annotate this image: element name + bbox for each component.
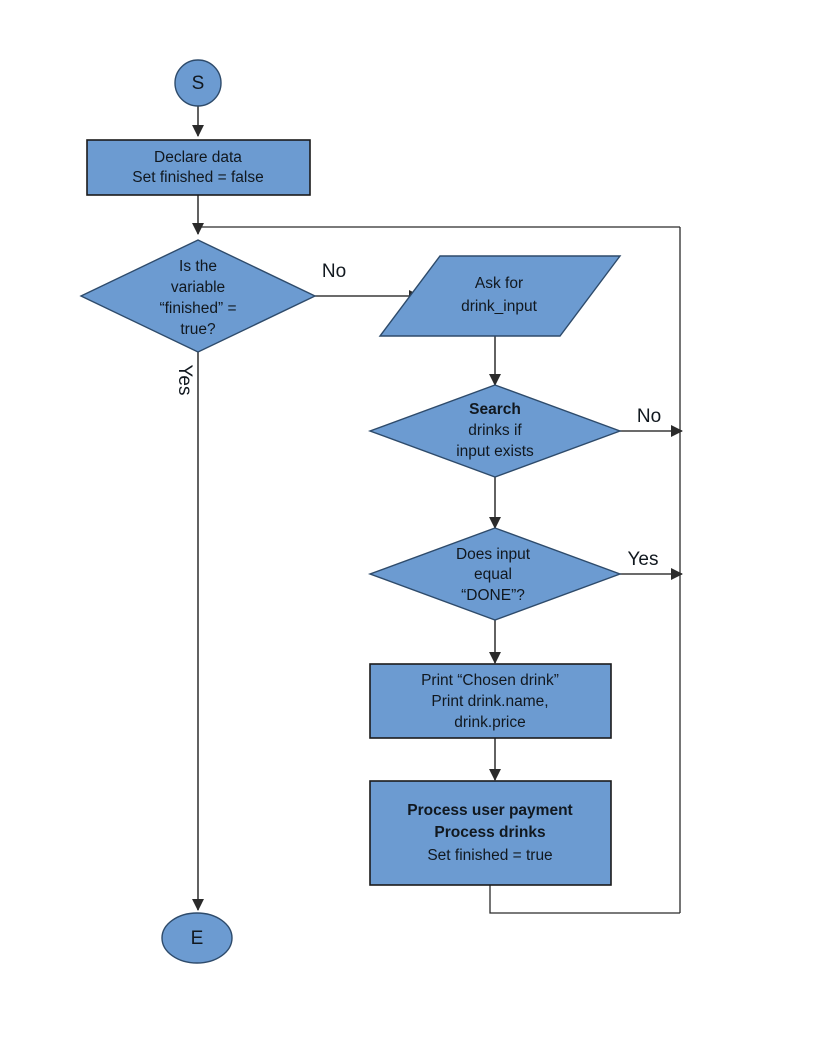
node-process-payment[interactable] xyxy=(369,780,612,886)
node-ask-input[interactable] xyxy=(378,255,622,337)
node-print-drink-line1: Print “Chosen drink” xyxy=(421,672,559,689)
node-search-drinks[interactable] xyxy=(367,384,623,478)
node-declare-data-line2: Set finished = false xyxy=(132,169,263,186)
node-search-drinks-line3: input exists xyxy=(456,443,534,460)
connector-process-to-return-loop xyxy=(489,885,680,914)
node-finished-check-line2: variable xyxy=(171,279,225,296)
node-search-drinks-line2: drinks if xyxy=(468,422,522,439)
edge-label-done-yes: Yes xyxy=(628,549,659,570)
edge-label-finished-yes: Yes xyxy=(174,365,195,396)
node-ask-input-line1: Ask for xyxy=(475,275,523,292)
node-print-drink-line3: drink.price xyxy=(454,714,526,731)
node-declare-data[interactable] xyxy=(86,139,311,196)
node-process-payment-line3: Set finished = true xyxy=(427,847,552,864)
node-finished-check-line1: Is the xyxy=(179,258,217,275)
node-ask-input-line2: drink_input xyxy=(461,298,538,315)
node-done-check-line2: equal xyxy=(474,566,512,583)
node-finished-check-line3: “finished” = xyxy=(159,300,236,317)
node-start[interactable] xyxy=(174,59,222,107)
edge-label-search-no: No xyxy=(637,406,661,427)
node-end-label: E xyxy=(191,928,204,949)
node-declare-data-line1: Declare data xyxy=(154,149,242,166)
node-print-drink-line2: Print drink.name, xyxy=(431,693,548,710)
node-done-check[interactable] xyxy=(367,527,623,621)
node-process-payment-line2: Process drinks xyxy=(434,824,545,841)
node-end[interactable] xyxy=(161,912,233,964)
node-start-label: S xyxy=(192,73,205,94)
node-process-payment-line1: Process user payment xyxy=(407,802,572,819)
node-done-check-line3: “DONE”? xyxy=(461,587,525,604)
node-search-drinks-line1: Search xyxy=(469,401,521,418)
node-print-drink[interactable] xyxy=(369,663,612,739)
node-done-check-line1: Does input xyxy=(456,546,531,563)
edge-label-finished-no: No xyxy=(322,261,346,282)
node-finished-check-line4: true? xyxy=(180,321,216,338)
node-finished-check[interactable] xyxy=(79,239,317,353)
